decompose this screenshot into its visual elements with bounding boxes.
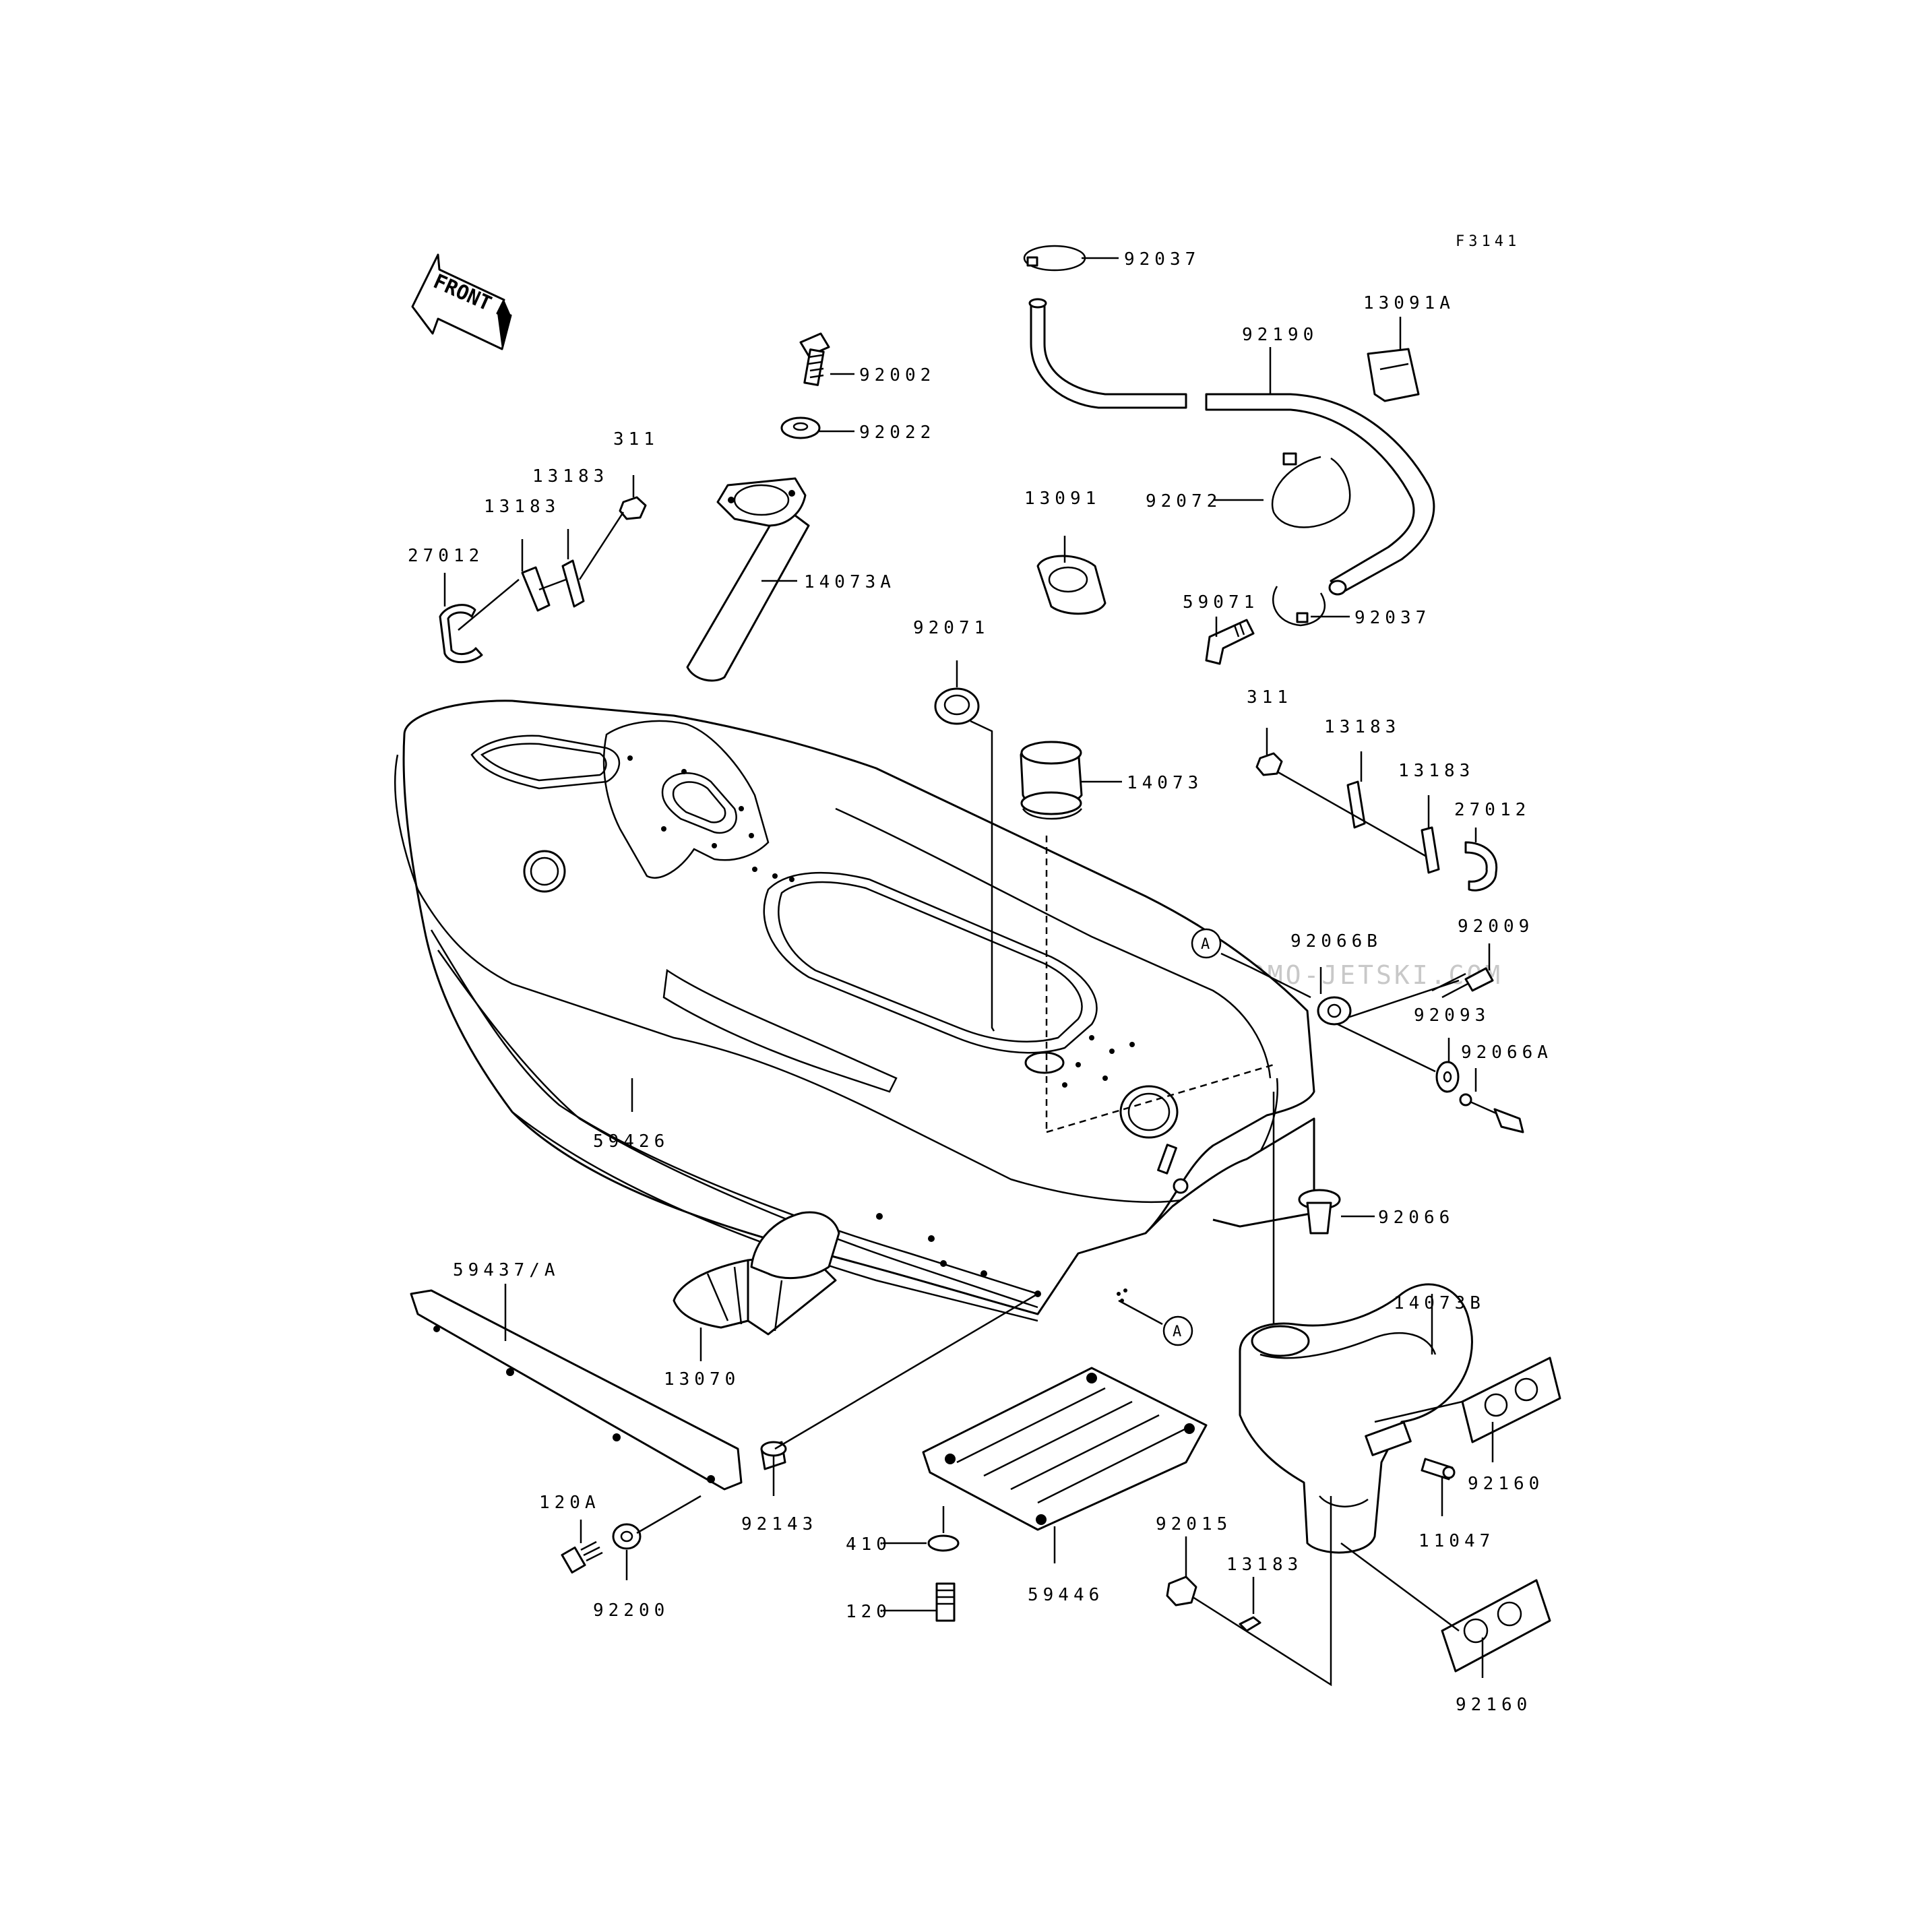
label-14073A: 14073A (804, 572, 896, 592)
label-92200: 92200 (593, 1600, 669, 1621)
cap-14073 (1020, 741, 1083, 820)
block-13091A (1367, 348, 1420, 402)
fitting-92066 (1298, 1189, 1341, 1235)
washer-92093 (1435, 1061, 1460, 1093)
label-13091: 13091 (1024, 489, 1100, 509)
strap-13183-bottom (1239, 1616, 1261, 1632)
pin-11047 (1421, 1458, 1456, 1481)
label-92072: 92072 (1146, 491, 1222, 511)
label-14073B: 14073B (1394, 1293, 1485, 1313)
label-92002: 92002 (859, 365, 935, 385)
svg-text:A: A (1173, 1323, 1181, 1340)
label-92160-upper: 92160 (1468, 1474, 1544, 1494)
label-92066A: 92066A (1461, 1042, 1553, 1063)
label-92009: 92009 (1458, 916, 1534, 937)
reference-marker-a-lower: A (1162, 1315, 1193, 1346)
label-59426: 59426 (593, 1131, 669, 1152)
label-13070: 13070 (664, 1369, 740, 1390)
label-59446: 59446 (1028, 1585, 1104, 1605)
washer-92022 (780, 416, 821, 439)
label-92071: 92071 (913, 618, 989, 638)
label-120: 120 (846, 1602, 892, 1622)
plate-59446 (922, 1367, 1208, 1531)
label-410: 410 (846, 1534, 892, 1555)
bolt-120 (935, 1582, 956, 1622)
deck-hull-59426 (394, 699, 1315, 1322)
bolt-120A (561, 1540, 603, 1573)
label-311-right: 311 (1247, 687, 1292, 708)
block-13091 (1036, 555, 1107, 615)
grate-13070 (673, 1211, 840, 1336)
fitting-92066B (1317, 996, 1352, 1026)
label-311-left: 311 (613, 429, 659, 449)
clamp-92037-bottom (1272, 586, 1326, 627)
label-59437A: 59437/A (453, 1260, 560, 1280)
figure-code: F3141 (1456, 233, 1520, 250)
label-92037-top: 92037 (1124, 249, 1200, 270)
leader-lines (443, 257, 1494, 1687)
front-arrow-icon: FRONT (411, 253, 512, 350)
filler-tube-14073A (686, 477, 810, 682)
label-11047: 11047 (1419, 1531, 1495, 1551)
svg-text:A: A (1201, 936, 1210, 953)
label-92066: 92066 (1378, 1208, 1454, 1228)
label-13183-left-1: 13183 (532, 466, 609, 487)
label-27012-left: 27012 (408, 546, 484, 566)
screw-92009 (1431, 967, 1494, 999)
label-92015: 92015 (1156, 1514, 1232, 1534)
left-strap-group (439, 496, 647, 664)
part-labels: 92037 92190 13091A 92002 92022 311 13183… (408, 249, 1553, 1715)
label-92066B: 92066B (1290, 931, 1382, 952)
washer-410 (927, 1534, 960, 1552)
label-92160-lower: 92160 (1456, 1695, 1532, 1715)
skid-59437A (410, 1289, 743, 1491)
label-92093: 92093 (1414, 1005, 1490, 1026)
clamp-92072 (1271, 452, 1351, 528)
label-13183-right-1: 13183 (1324, 717, 1400, 737)
gasket-92071 (934, 687, 980, 725)
bolt-92066A (1459, 1093, 1524, 1133)
right-strap-group (1255, 752, 1498, 892)
washer-92200 (612, 1523, 642, 1550)
chamber-14073B (1239, 1283, 1473, 1554)
label-92037-bottom: 92037 (1354, 608, 1431, 628)
clamp-92037-top (1023, 245, 1086, 272)
label-13091A: 13091A (1363, 293, 1455, 313)
hose-92190 (1028, 298, 1435, 596)
label-13183-left-2: 13183 (484, 497, 560, 517)
label-120A: 120A (539, 1493, 600, 1513)
label-92143: 92143 (741, 1514, 817, 1534)
reference-marker-a-upper: A (1191, 928, 1222, 959)
label-92190: 92190 (1242, 325, 1318, 345)
label-92022: 92022 (859, 423, 935, 443)
seal-92160-lower (1441, 1579, 1551, 1673)
seal-92160-upper (1461, 1357, 1561, 1443)
nut-92015 (1166, 1576, 1197, 1607)
label-59071: 59071 (1183, 592, 1259, 613)
label-14073: 14073 (1127, 773, 1203, 793)
label-13183-bottom: 13183 (1226, 1555, 1303, 1575)
fitting-59071 (1205, 619, 1255, 665)
bolt-92002 (799, 332, 830, 386)
label-13183-right-2: 13183 (1398, 761, 1474, 781)
label-27012-right: 27012 (1454, 800, 1530, 820)
